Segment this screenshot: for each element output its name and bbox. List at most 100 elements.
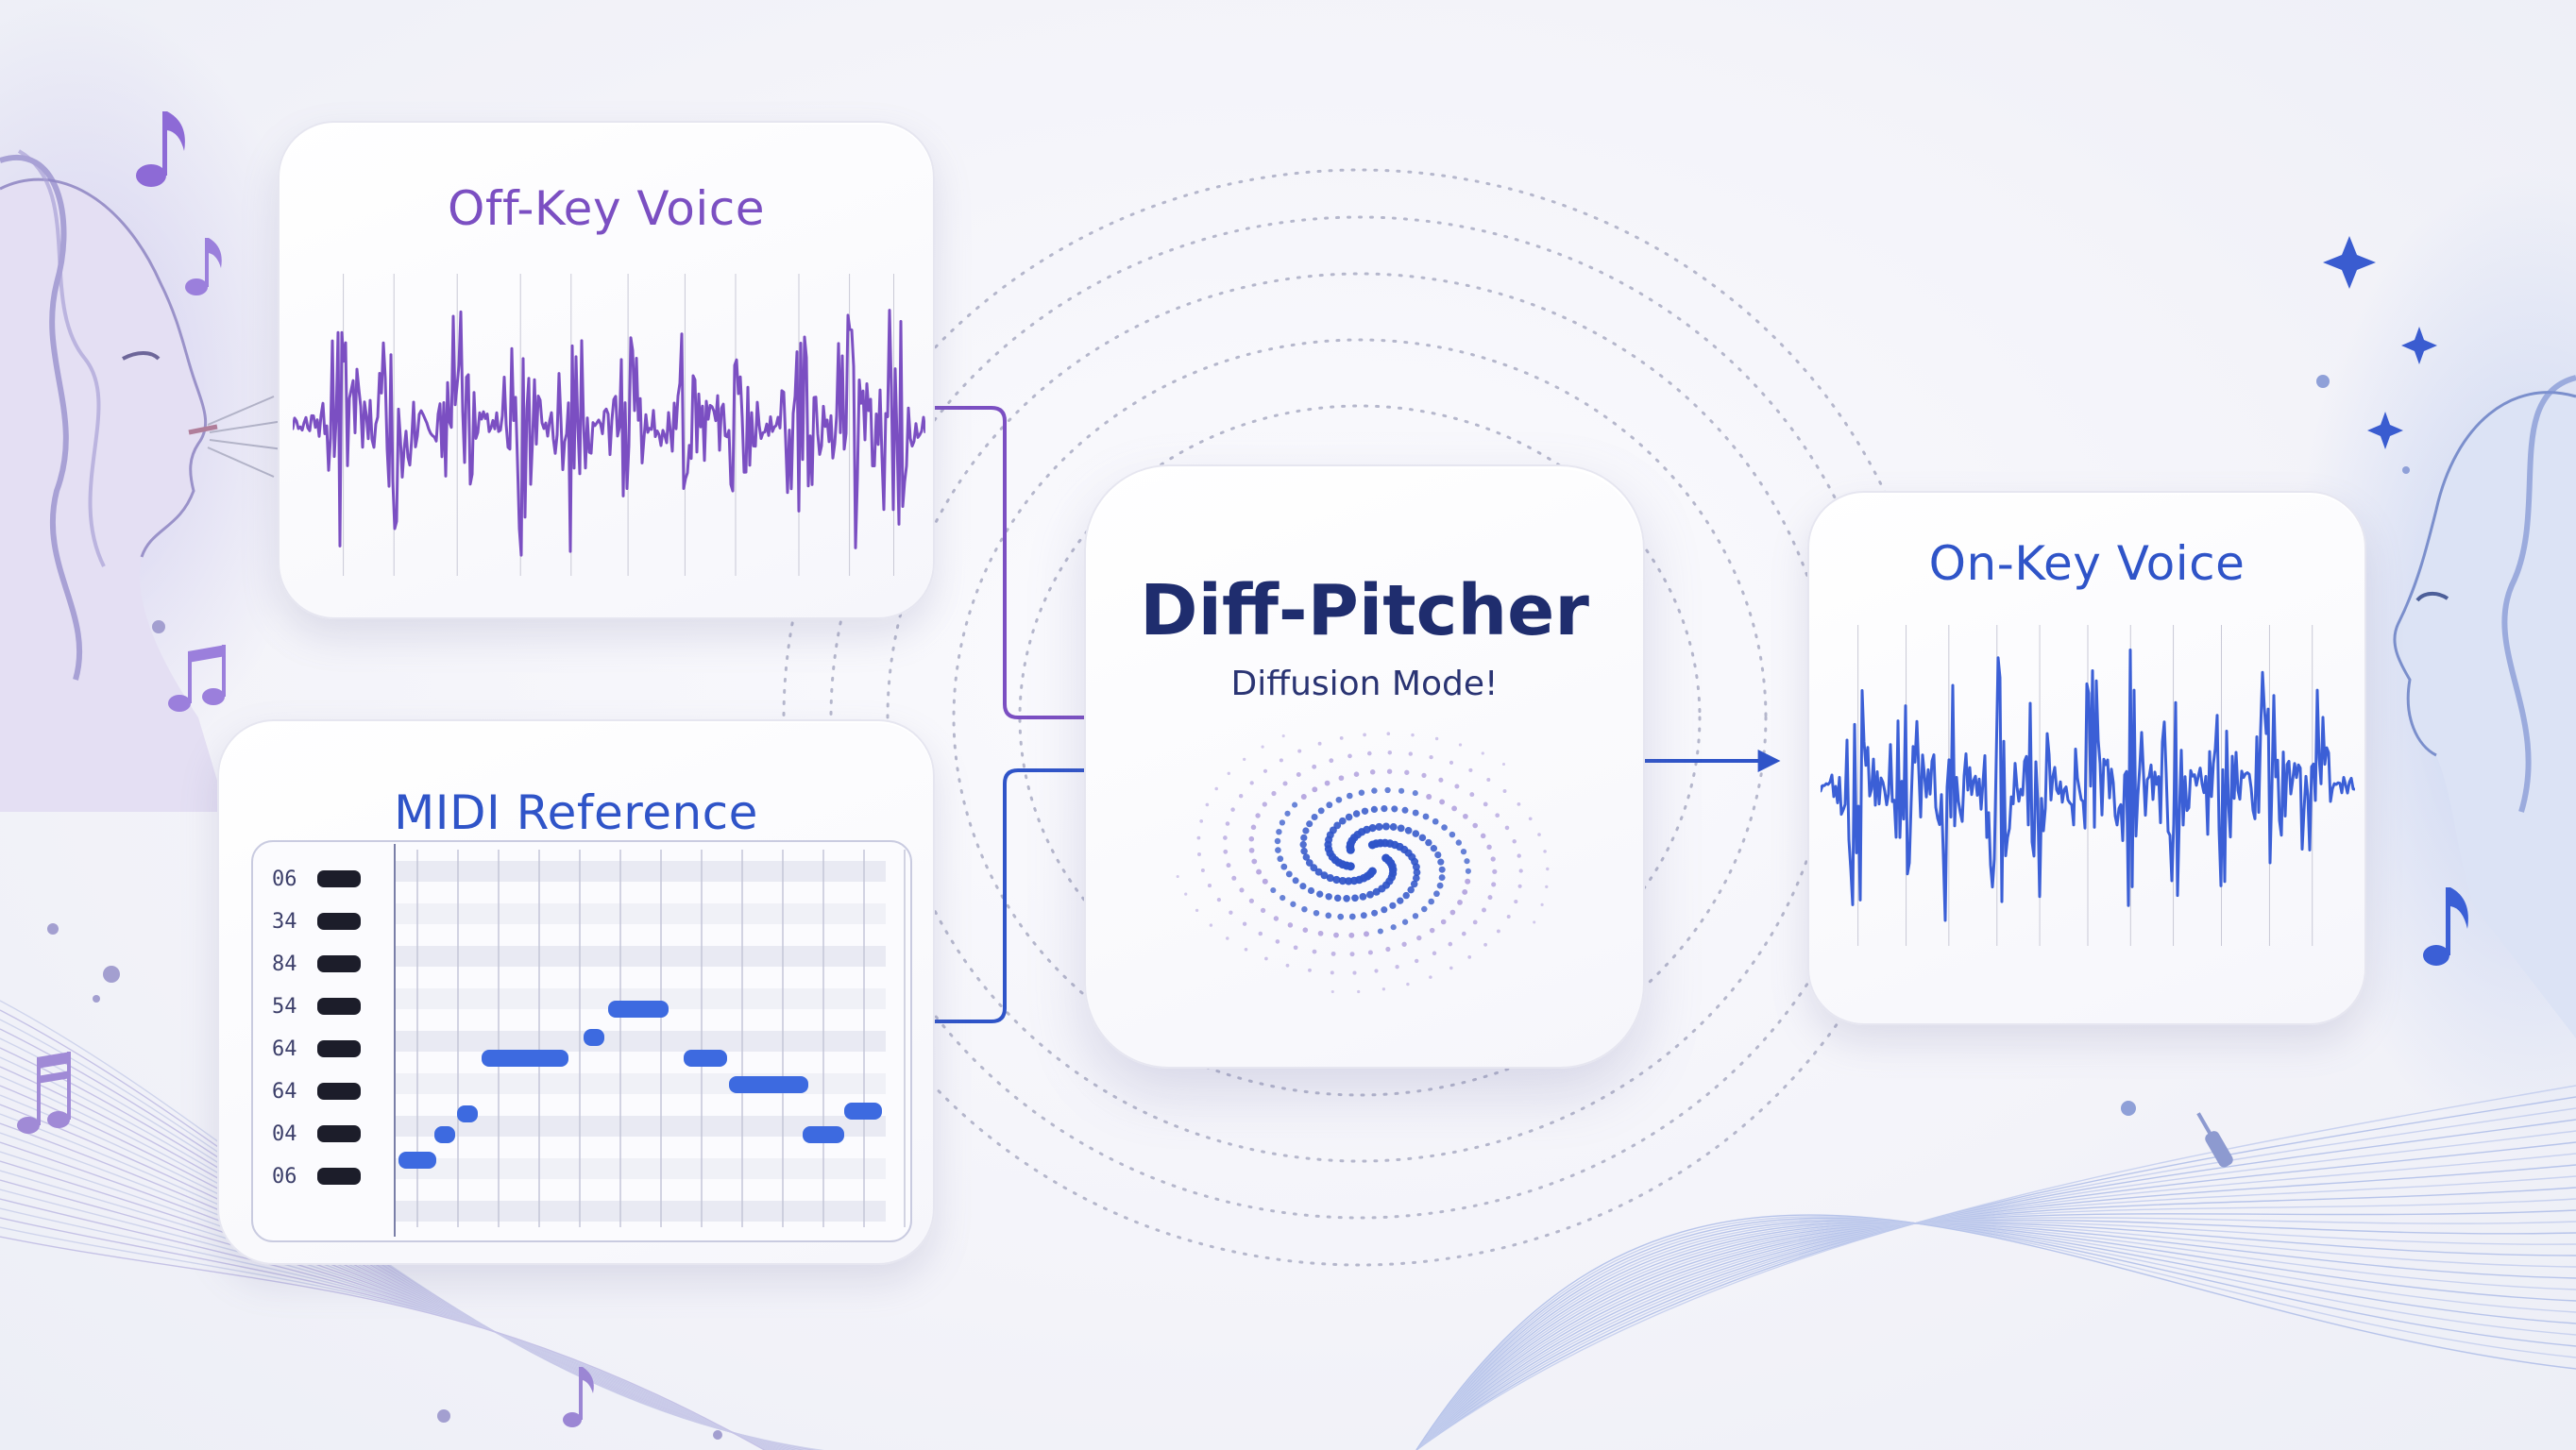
spiral-dot <box>1351 894 1359 902</box>
spiral-dot <box>1300 847 1308 855</box>
midi-note <box>844 1103 882 1120</box>
spiral-dot <box>1345 813 1353 821</box>
midi-row-label: 06 <box>272 1165 297 1189</box>
music-note-icon <box>136 111 185 187</box>
spiral-dot <box>1367 750 1372 756</box>
spiral-dot <box>1486 778 1491 782</box>
dotted-ring <box>952 338 1768 1097</box>
spiral-dot <box>1292 801 1298 808</box>
spiral-dot <box>1312 949 1317 954</box>
spiral-dot <box>1506 915 1511 919</box>
piano-key <box>317 998 361 1015</box>
spiral-dot <box>1316 890 1324 898</box>
spiral-dot <box>1279 819 1286 826</box>
spiral-dot <box>1514 900 1518 904</box>
singer-face-illustration-left <box>0 0 321 813</box>
onkey-waveform <box>1821 625 2355 946</box>
diffusion-spiral-icon <box>1176 732 1550 994</box>
music-note-icon <box>2423 887 2468 966</box>
spiral-dot <box>1226 936 1229 940</box>
midi-row-label: 04 <box>272 1122 297 1146</box>
spiral-dot <box>1231 875 1237 881</box>
spiral-dot <box>1223 835 1228 840</box>
spiral-dot <box>1285 963 1290 968</box>
spiral-dot <box>1375 822 1383 831</box>
spiral-dot <box>1347 753 1352 759</box>
spiral-dot <box>1391 805 1398 813</box>
pin-icon <box>2196 1112 2233 1168</box>
piano-key <box>317 913 361 930</box>
spiral-dot <box>1437 858 1445 866</box>
spiral-dot <box>1326 801 1333 809</box>
spiral-dot <box>1338 817 1347 825</box>
piano-roll-row <box>395 1158 886 1179</box>
spiral-dot <box>1199 819 1204 823</box>
spiral-dot <box>1407 885 1415 894</box>
spiral-dot <box>1261 745 1264 749</box>
spiral-dot <box>1449 760 1454 765</box>
spiral-dot <box>1271 790 1277 797</box>
spiral-dot <box>1517 853 1521 858</box>
beamed-notes-icon <box>168 645 226 712</box>
midi-note <box>729 1076 808 1093</box>
flow-line <box>1415 1219 2576 1450</box>
spiral-dot <box>1244 948 1248 952</box>
spiral-dot <box>1462 888 1468 895</box>
spiral-dot <box>1248 898 1254 903</box>
spiral-dot <box>1468 767 1473 772</box>
midi-row-label: 06 <box>272 868 297 891</box>
flow-line <box>1415 1221 2576 1450</box>
spiral-dot <box>1433 890 1440 898</box>
spiral-dot <box>1281 734 1285 738</box>
spiral-dot <box>1472 919 1478 925</box>
offkey-voice-title: Off-Key Voice <box>448 181 765 236</box>
spiral-dot <box>1337 913 1345 920</box>
spiral-dot <box>1348 932 1355 938</box>
offkey-voice-card: Off-Key Voice <box>278 121 935 619</box>
spiral-dot <box>1358 789 1365 796</box>
spiral-dot <box>1262 878 1268 885</box>
spiral-dot <box>1397 897 1404 904</box>
spiral-dot <box>1225 821 1230 826</box>
spiral-dot <box>1449 831 1456 838</box>
spiral-dot <box>1297 749 1302 753</box>
spiral-dot <box>1464 858 1470 865</box>
spiral-dot <box>1312 764 1317 769</box>
spiral-dot <box>1302 827 1310 835</box>
spiral-dot <box>1195 908 1199 913</box>
spiral-dot <box>1290 901 1296 907</box>
spiral-dot <box>1239 887 1245 893</box>
flow-line <box>0 1236 766 1450</box>
beamed-notes-icon <box>17 1052 71 1134</box>
spiral-dot <box>1363 825 1371 835</box>
spiral-dot <box>1512 839 1517 844</box>
midi-row-label: 54 <box>272 995 297 1019</box>
midi-row-label: 34 <box>272 910 297 934</box>
spiral-dot <box>1412 913 1419 919</box>
spiral-dot <box>1429 975 1432 979</box>
spiral-dot <box>1491 882 1497 887</box>
spiral-dot <box>1250 824 1257 831</box>
sparkle-icon <box>2323 236 2437 449</box>
spiral-dot <box>1306 820 1313 828</box>
spiral-dot <box>1280 895 1286 902</box>
spiral-dot <box>1421 772 1427 778</box>
spiral-dot <box>1386 768 1393 774</box>
spiral-dot <box>1371 909 1379 917</box>
spiral-dot <box>1439 799 1446 805</box>
spiral-dot <box>1540 902 1544 906</box>
piano-roll-row <box>395 1073 886 1094</box>
music-note-icon <box>563 1367 594 1427</box>
spiral-dot <box>1251 858 1258 865</box>
spiral-dot <box>1332 875 1341 885</box>
spiral-dot <box>1262 801 1267 807</box>
spiral-dot <box>1401 919 1409 925</box>
spiral-dot <box>1482 907 1486 913</box>
spiral-dot <box>1348 913 1356 920</box>
spiral-dot <box>1308 968 1312 972</box>
spiral-dot <box>1426 794 1432 800</box>
spiral-dot <box>1449 966 1453 970</box>
spiral-dot <box>1330 951 1336 956</box>
spiral-dot <box>1196 835 1201 840</box>
